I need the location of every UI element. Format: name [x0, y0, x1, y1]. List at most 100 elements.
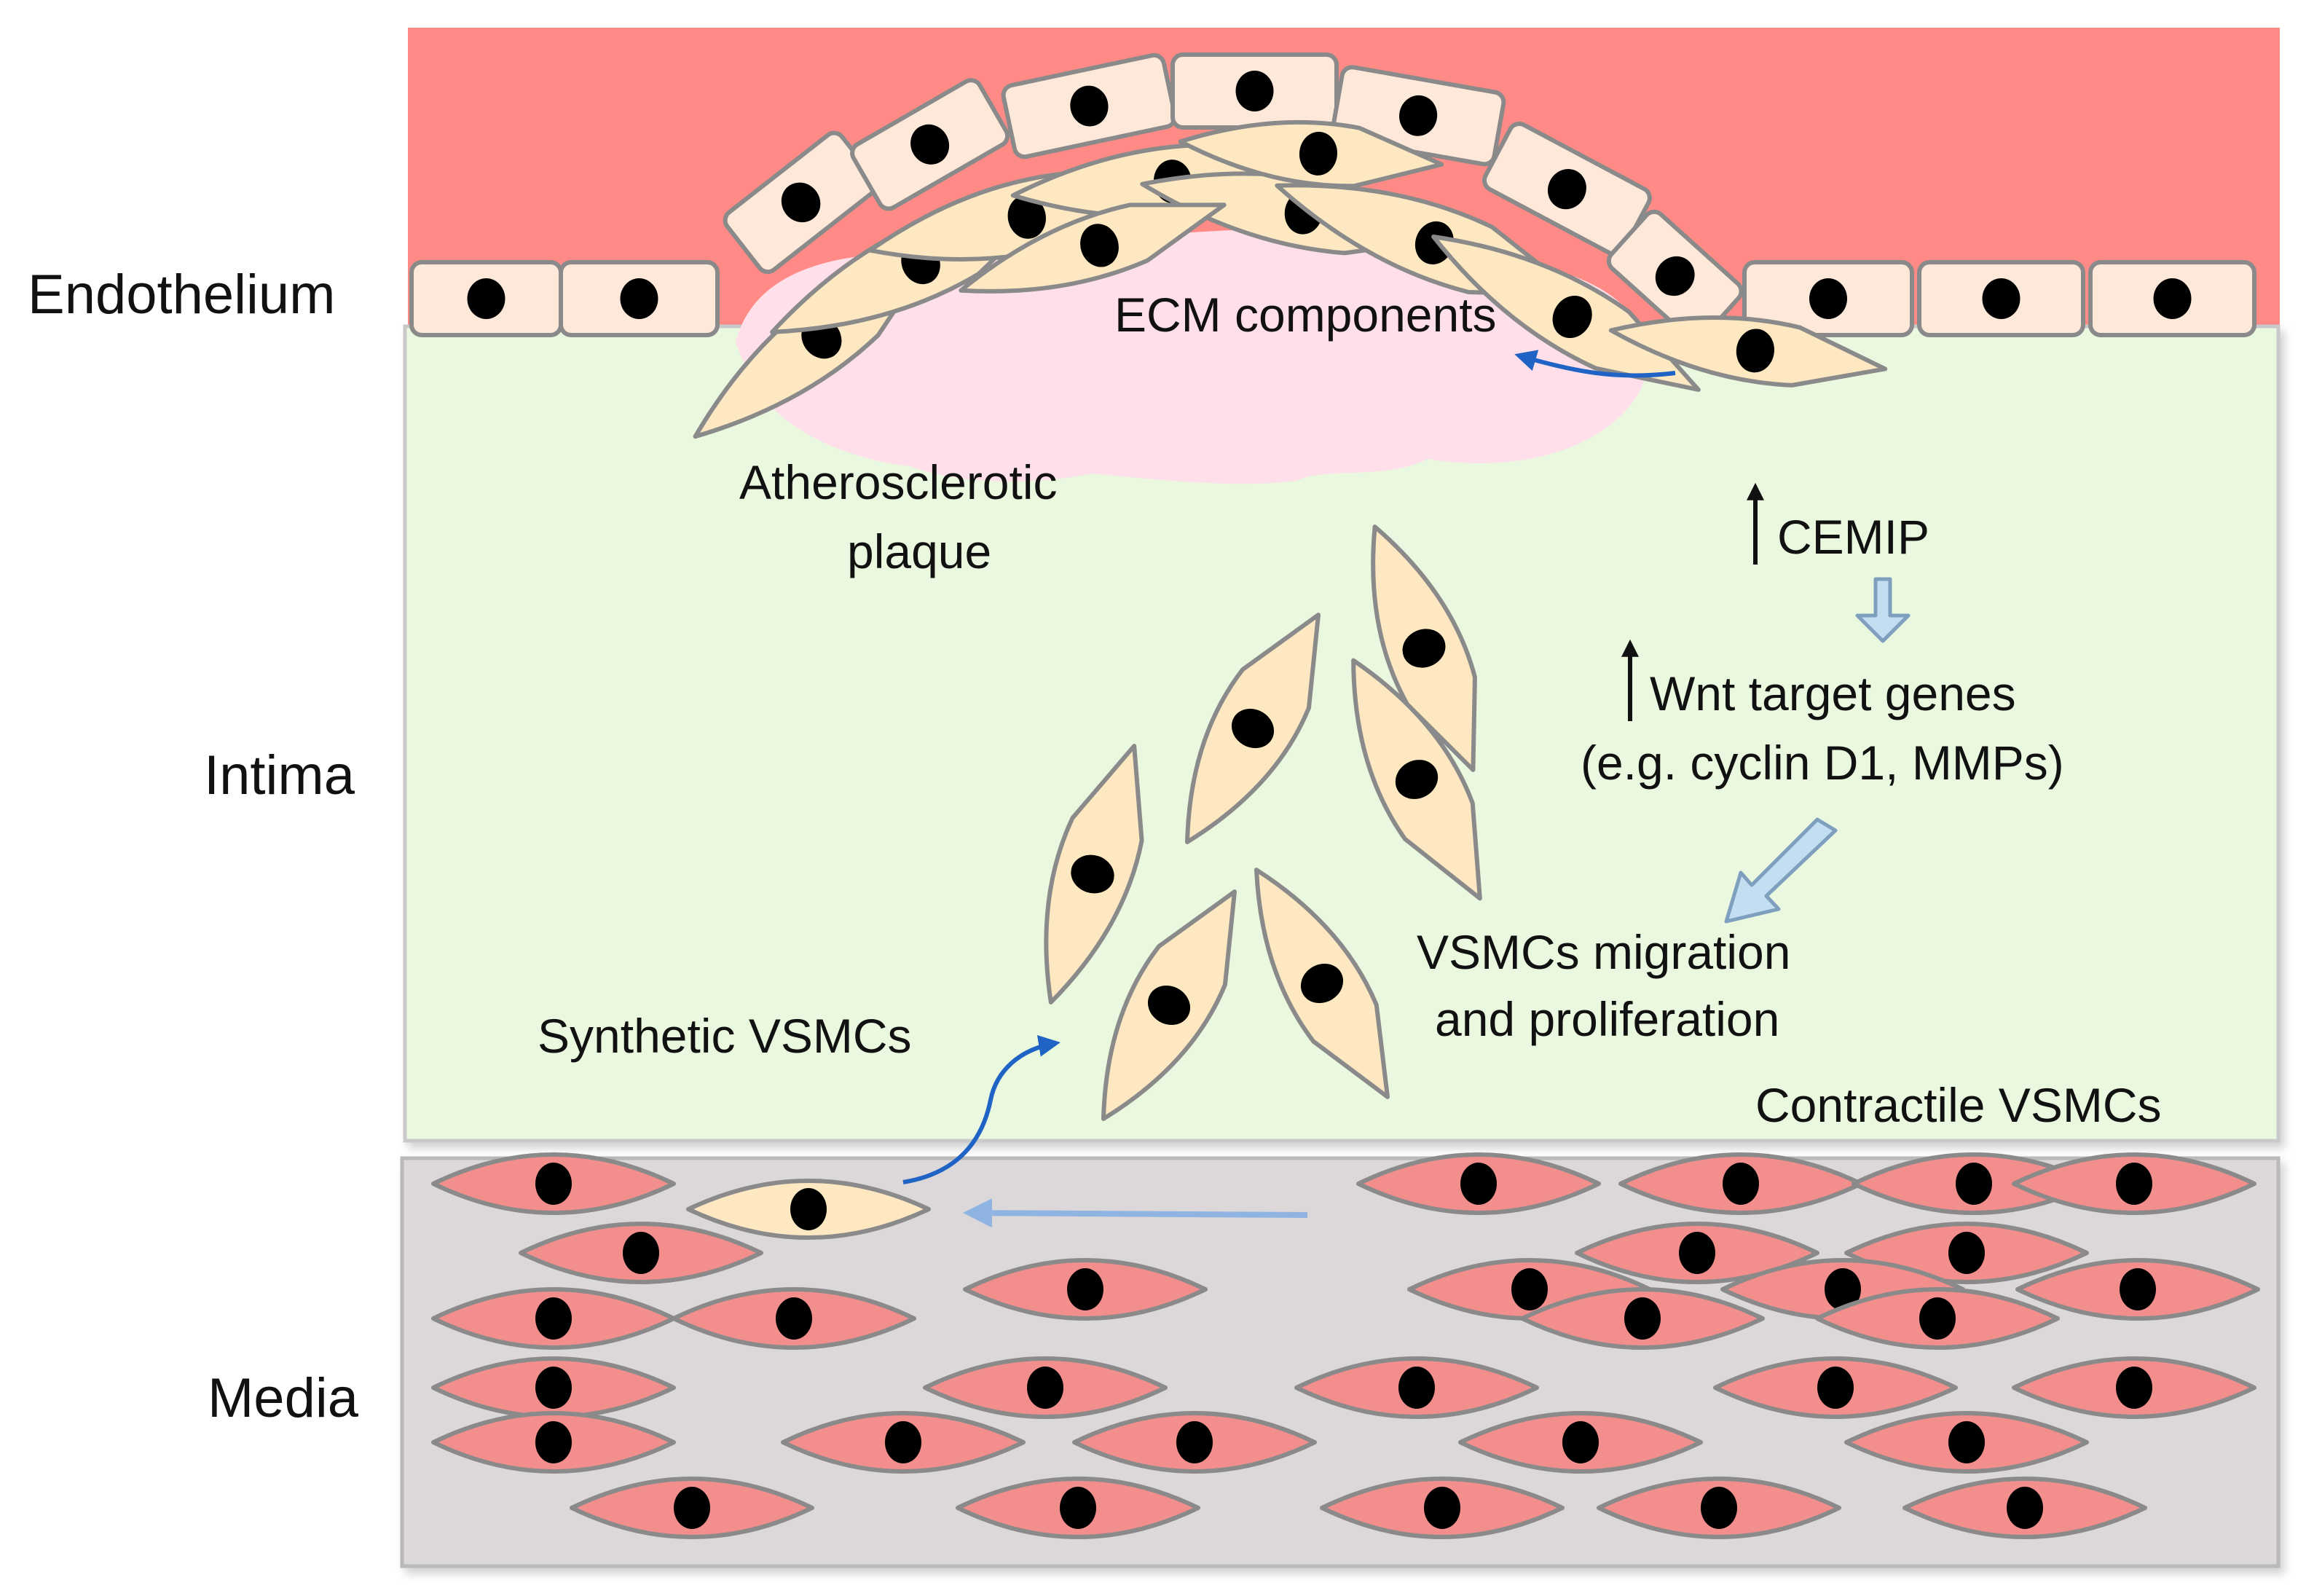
intima-label: Intima	[204, 744, 355, 806]
nucleus	[1300, 963, 1344, 1004]
nucleus	[1460, 1163, 1497, 1205]
nucleus	[1701, 1487, 1737, 1529]
nucleus	[1147, 985, 1191, 1026]
media-flow-arrow	[963, 1198, 1308, 1228]
nucleus	[1027, 1367, 1063, 1409]
ecm-components-label: ECM components	[1114, 288, 1497, 342]
nucleus	[1299, 131, 1337, 176]
nucleus	[1071, 854, 1114, 894]
nucleus	[1809, 278, 1847, 319]
contractile-vsmc	[1902, 1477, 2147, 1539]
nucleus	[535, 1297, 572, 1340]
contractile-vsmc	[1713, 1356, 1958, 1419]
nucleus	[1948, 1421, 1985, 1463]
nucleus	[1817, 1367, 1854, 1409]
nucleus	[1398, 1367, 1435, 1409]
cemip-label: CEMIP	[1777, 510, 1929, 564]
contractile-vsmcs-label: Contractile VSMCs	[1755, 1078, 2162, 1132]
endothelial-cell	[1001, 52, 1178, 160]
endothelial-cell	[409, 260, 563, 337]
contractile-vsmc	[431, 1152, 676, 1215]
nucleus	[623, 1232, 659, 1274]
nucleus	[776, 1297, 812, 1340]
synthetic-vsmc-cells	[693, 119, 1888, 1121]
nucleus	[1982, 278, 2020, 319]
nucleus	[620, 278, 658, 319]
wnt-to-migration-arrow-icon	[1724, 817, 1838, 924]
nucleus	[1655, 256, 1695, 296]
endothelial-cell	[1170, 52, 1339, 130]
migrating-synthetic-vsmc	[1351, 658, 1482, 901]
nucleus	[1547, 169, 1586, 210]
migrating-synthetic-vsmc	[1371, 524, 1477, 772]
contractile-vsmc	[1072, 1411, 1317, 1474]
migrating-synthetic-vsmc	[1254, 868, 1390, 1099]
plaque-label-line2: plaque	[847, 524, 991, 578]
plaque-synthetic-vsmc	[1608, 315, 1888, 388]
nucleus	[1511, 1268, 1548, 1310]
nucleus	[885, 1421, 921, 1463]
endothelial-cell	[1917, 260, 2085, 337]
nucleus	[467, 278, 505, 319]
nucleus	[1723, 1163, 1759, 1205]
endothelial-cells	[409, 52, 2256, 343]
nucleus	[1825, 1268, 1861, 1310]
contractile-vsmc	[431, 1356, 676, 1419]
nucleus	[790, 1188, 827, 1230]
contractile-vsmc-cells	[431, 1152, 2260, 1539]
contractile-vsmc	[1597, 1477, 1841, 1539]
nucleus	[1235, 71, 1274, 111]
contractile-vsmc	[570, 1477, 814, 1539]
plaque-ecm-region	[736, 229, 1648, 484]
ecm-secretion-arrow	[1514, 350, 1676, 378]
contractile-vsmc	[672, 1287, 916, 1350]
nucleus	[1399, 95, 1438, 136]
nucleus	[1424, 1487, 1460, 1529]
nucleus	[1736, 329, 1774, 373]
nucleus	[1080, 224, 1119, 267]
contractile-vsmc	[2012, 1356, 2256, 1419]
nucleus	[1956, 1163, 1992, 1205]
contractile-vsmc	[1356, 1152, 1601, 1215]
endothelial-cell	[559, 260, 720, 337]
nucleus	[1552, 295, 1592, 339]
plaque-synthetic-vsmc	[1431, 235, 1701, 392]
vsmc-migration-label-line1: VSMCs migration	[1417, 925, 1790, 979]
contractile-vsmc	[923, 1356, 1168, 1419]
contractile-vsmc	[1294, 1356, 1539, 1419]
contractile-vsmc	[431, 1411, 676, 1474]
plaque-label-line1: Atherosclerotic	[739, 455, 1058, 509]
nucleus	[1395, 760, 1439, 799]
contractile-vsmc	[781, 1411, 1026, 1474]
switching-vsmc	[686, 1179, 931, 1240]
endothelium-label: Endothelium	[28, 264, 336, 326]
nucleus	[1948, 1232, 1985, 1274]
contractile-vsmc	[1520, 1287, 1765, 1350]
nucleus	[1624, 1297, 1661, 1340]
nucleus	[535, 1163, 572, 1205]
nucleus	[2120, 1268, 2156, 1310]
nucleus	[1007, 195, 1046, 239]
plaque-synthetic-vsmc	[959, 203, 1227, 294]
wnt-examples-label: (e.g. cyclin D1, MMPs)	[1581, 736, 2064, 790]
nucleus	[910, 124, 950, 165]
contractile-vsmc	[1618, 1152, 1863, 1215]
phenotype-switch-arrow	[902, 1034, 1061, 1184]
contractile-vsmc	[1575, 1222, 1819, 1284]
contractile-vsmc	[1320, 1477, 1565, 1539]
nucleus	[2116, 1367, 2152, 1409]
contractile-vsmc	[519, 1222, 763, 1284]
nucleus	[1231, 708, 1275, 749]
nucleus	[2007, 1487, 2043, 1529]
media-label: Media	[208, 1367, 359, 1429]
migrating-synthetic-vsmc	[1044, 744, 1144, 1005]
nucleus	[535, 1421, 572, 1463]
contractile-vsmc	[1458, 1411, 1703, 1474]
migrating-synthetic-vsmc	[1101, 889, 1237, 1121]
nucleus	[1562, 1421, 1599, 1463]
nucleus	[1060, 1487, 1096, 1529]
nucleus	[1919, 1297, 1956, 1340]
endothelial-cell	[1742, 260, 1914, 337]
nucleus	[781, 182, 821, 223]
